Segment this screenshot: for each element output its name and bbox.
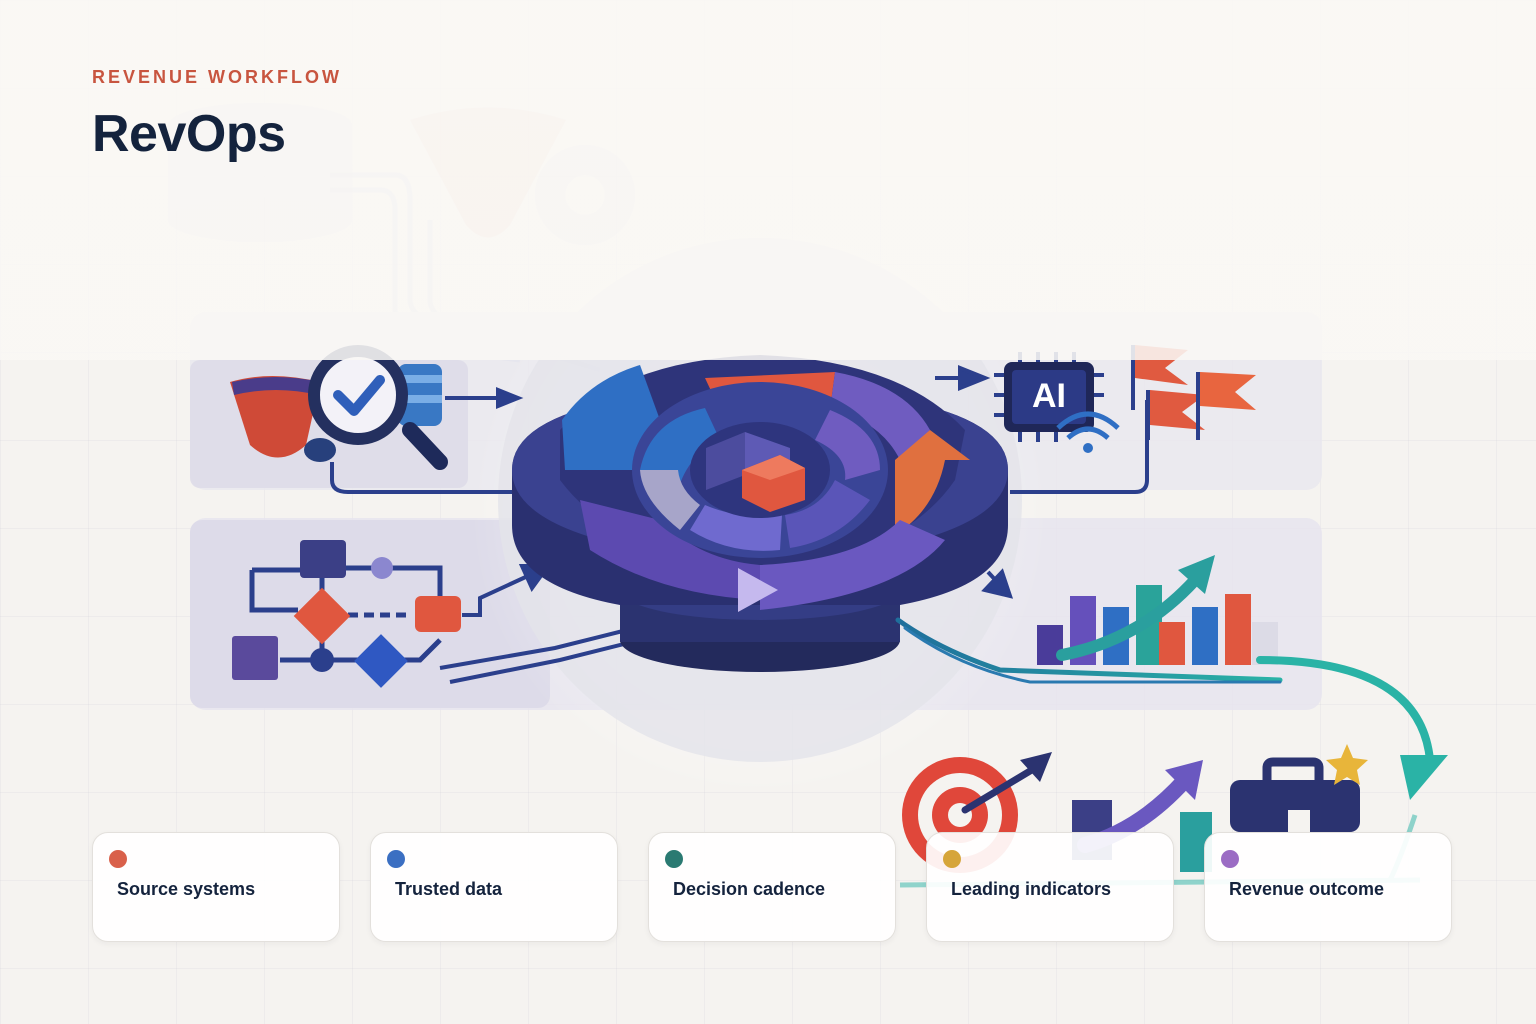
stage-dot (109, 850, 127, 868)
hub-to-ai-connector (935, 365, 1149, 599)
page-title: RevOps (92, 105, 286, 163)
stage-label: Decision cadence (673, 879, 826, 899)
teal-flow-connector (895, 617, 1434, 764)
stage-card-revenue-outcome: Revenue outcome (1204, 832, 1452, 942)
star-icon (1326, 744, 1368, 785)
teal-arrowhead (1400, 755, 1448, 800)
stage-dot (387, 850, 405, 868)
stage-label: Leading indicators (951, 879, 1112, 899)
central-hub (512, 355, 1008, 672)
data-quality-icon (230, 345, 448, 470)
stage-card-leading-indicators: Leading indicators (926, 832, 1174, 942)
stage-label: Source systems (117, 879, 256, 899)
stage-cards: Source systems Trusted data Decision cad… (92, 832, 1454, 944)
header-fade-overlay (0, 0, 1536, 360)
ai-chip-label: AI (1032, 377, 1066, 415)
stage-dot (1221, 850, 1239, 868)
stage-dot (665, 850, 683, 868)
stage-card-trusted-data: Trusted data (370, 832, 618, 942)
stage-card-source-systems: Source systems (92, 832, 340, 942)
stage-dot (943, 850, 961, 868)
ai-chip-icon: AI (994, 352, 1120, 453)
stage-label: Revenue outcome (1229, 879, 1385, 899)
stage-card-decision-cadence: Decision cadence (648, 832, 896, 942)
briefcase-icon (1230, 757, 1360, 832)
eyebrow-label: REVENUE WORKFLOW (92, 67, 342, 87)
stage-label: Trusted data (395, 879, 503, 899)
connector-to-hub (330, 387, 524, 494)
